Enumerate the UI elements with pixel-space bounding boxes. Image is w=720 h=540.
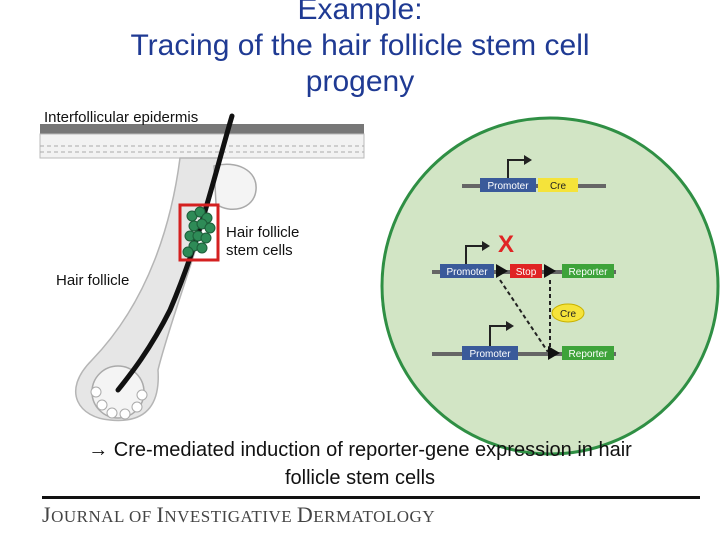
stop-label: Stop [516,267,537,278]
promoter-box-1 [480,178,536,192]
label-hair-follicle: Hair follicle [56,272,130,289]
reporter-label-2: Reporter [569,349,609,360]
journal-logo: JOURNAL OF INVESTIGATIVE DERMATOLOGY [42,502,435,528]
epidermis-top-band [40,124,364,134]
cre-protein [551,303,585,323]
follicle-sheath [74,157,221,422]
stop-box [510,264,542,278]
stem-cell-highlight-box [178,203,220,262]
journal-logo-ermatology: ERMATOLOGY [313,507,436,526]
promoter-box-2 [440,264,494,278]
caption-line-2: follicle stem cells [284,467,436,489]
page-title: Example: Tracing of the hair follicle st… [60,0,660,100]
journal-logo-d: D [296,502,314,527]
journal-logo-nvestigative: NVESTIGATIVE [164,507,297,526]
epidermis-cells [40,145,364,153]
blocked-x-mark: X [498,231,514,258]
promoter-label-2: Promoter [446,267,488,278]
caption-text-1: Cre-mediated induction of reporter-gene … [113,439,632,461]
label-hair-follicle-stem-cells: Hair follicle stem cells [226,224,299,260]
journal-logo-ournal-of: OURNAL OF [51,507,157,526]
transcription-arrowhead-1 [524,155,532,165]
title-line-1: Example: [297,0,423,26]
excision-line-left [499,279,549,353]
transcription-arrow-1 [507,159,528,178]
cre-protein-label: Cre [560,309,577,320]
title-line-3: progeny [305,65,415,98]
loxp-right [544,264,556,278]
construct-circle [380,116,720,456]
transcription-arrowhead-3 [506,321,514,331]
label-stem-cells-line-1: Hair follicle [226,224,300,241]
caption: → Cre-mediated induction of reporter-gen… [40,436,680,492]
bulb-cells [90,386,148,420]
stem-cell-cluster [182,206,216,258]
reporter-box-2 [562,346,614,360]
arrow-right-icon: → [88,439,109,461]
title-line-2: Tracing of the hair follicle stem cell [130,29,590,62]
sebaceous-gland [213,163,257,210]
cre-box-1 [538,178,578,192]
reporter-box-1 [562,264,614,278]
loxp-left [496,264,508,278]
transcription-arrowhead-2 [482,241,490,251]
caption-line-1: → Cre-mediated induction of reporter-gen… [40,436,680,464]
reporter-label-1: Reporter [569,267,609,278]
label-stem-cells-line-2: stem cells [226,242,293,259]
transcription-arrow-2 [465,245,486,264]
label-interfollicular-epidermis: Interfollicular epidermis [44,109,199,126]
journal-logo-j: J [42,502,52,527]
transcription-arrow-3 [489,325,510,346]
loxp-recombined [548,346,560,360]
hair-shaft [115,113,235,393]
promoter-label-1: Promoter [487,181,529,192]
promoter-label-3: Promoter [469,349,511,360]
journal-logo-i: I [156,502,165,527]
footer-divider [42,496,700,499]
promoter-box-3 [462,346,518,360]
cre-label-1: Cre [550,181,567,192]
